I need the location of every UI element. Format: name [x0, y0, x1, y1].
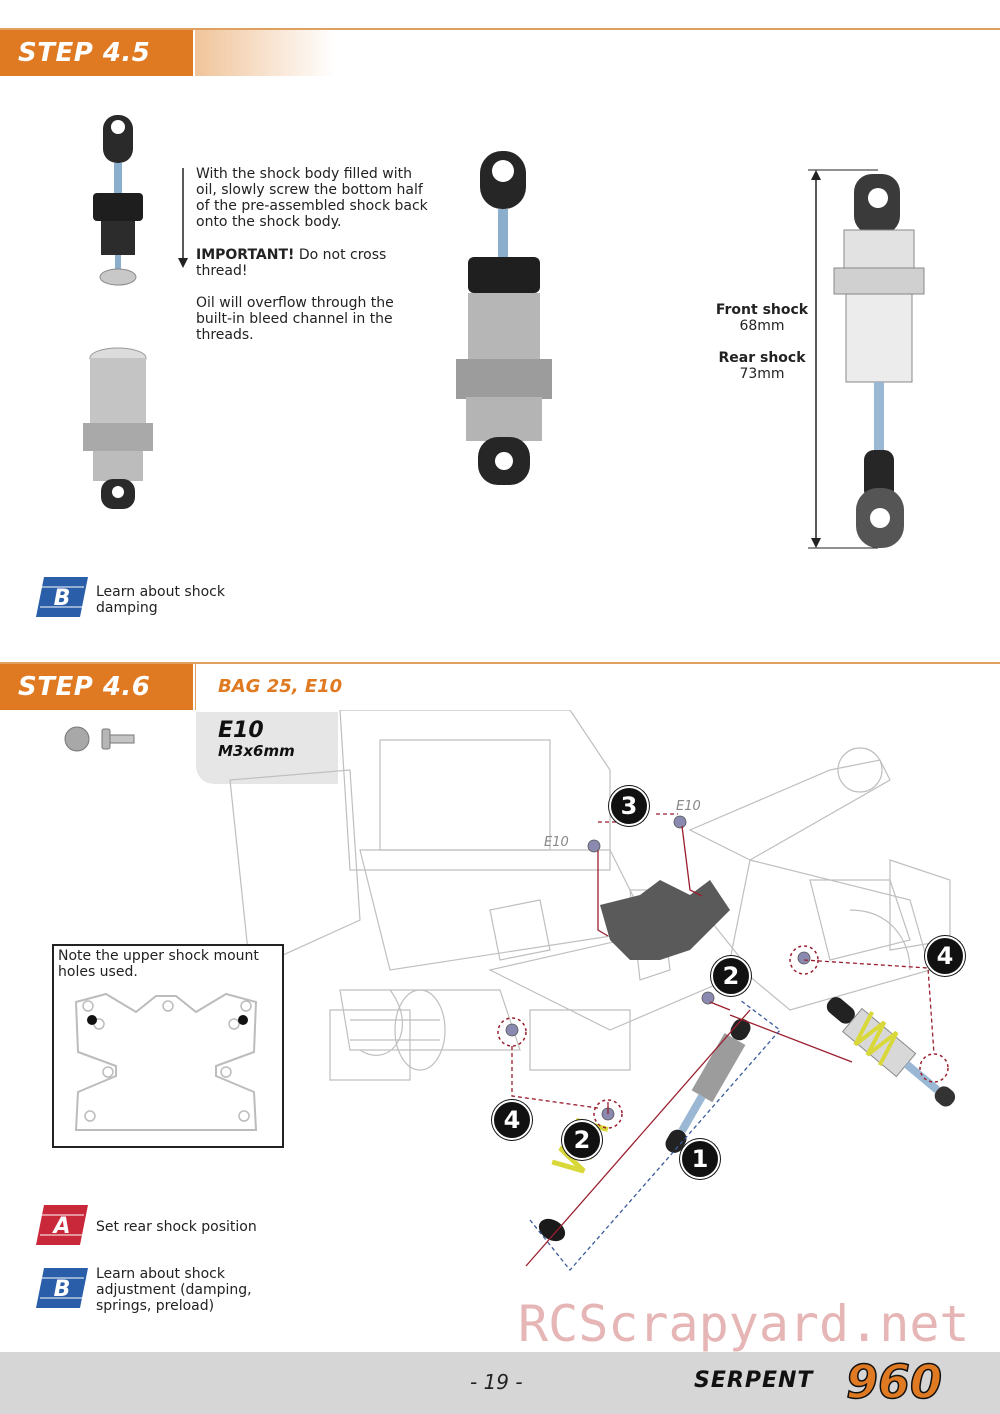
- tip-b-text: Learn about shock damping: [96, 584, 225, 616]
- callout-e10-top: E10: [676, 799, 701, 814]
- brand-name: SERPENT: [694, 1368, 814, 1393]
- instruction-important: IMPORTANT! Do not cross thread!: [196, 247, 428, 279]
- tip-a-icon: A: [36, 1205, 88, 1245]
- note-box: Note the upper shock mount holes used.: [52, 944, 284, 1148]
- tip-b-adjustment-icon: B: [36, 1268, 88, 1308]
- part-code: E10: [218, 718, 264, 743]
- important-text: Do not cross thread!: [196, 247, 387, 279]
- step-4-6-header: STEP 4.6 BAG 25, E10: [0, 662, 1000, 710]
- rear-shock-value: 73mm: [739, 366, 785, 382]
- header-divider: [195, 664, 196, 710]
- shock-length-illustration: [808, 169, 925, 549]
- instruction-overflow: Oil will overflow through the built-in b…: [196, 295, 394, 343]
- bag-label: BAG 25, E10: [218, 676, 343, 697]
- page-number: - 19 -: [470, 1370, 523, 1394]
- tip-b-adjustment-text: Learn about shock adjustment (damping, s…: [96, 1266, 252, 1314]
- down-arrow-icon: [178, 168, 188, 268]
- rear-shock-label: Rear shock: [718, 350, 806, 366]
- front-shock-value: 68mm: [739, 318, 785, 334]
- chassis-assembly-illustration: E10 E10: [229, 710, 956, 1272]
- step-4-5-header: STEP 4.5: [0, 28, 1000, 76]
- tip-b-letter: B: [54, 586, 71, 611]
- callout-2-upper: 2: [711, 956, 751, 996]
- part-size: M3x6mm: [218, 742, 295, 760]
- model-number: 960: [845, 1354, 943, 1410]
- callout-e10-left: E10: [544, 835, 569, 850]
- important-label: IMPORTANT!: [196, 247, 295, 263]
- callout-3: 3: [609, 786, 649, 826]
- callout-2-lower: 2: [562, 1120, 602, 1160]
- tip-a-text: Set rear shock position: [96, 1219, 257, 1235]
- tip-b-icon: B: [36, 577, 88, 617]
- page-footer: - 19 - SERPENT 960: [0, 1352, 1000, 1414]
- step-4-6-title: STEP 4.6: [0, 664, 193, 710]
- watermark: RCScrapyard.net: [518, 1295, 970, 1353]
- instruction-fill: With the shock body filled with oil, slo…: [196, 166, 428, 230]
- tip-b2-letter: B: [54, 1277, 71, 1302]
- shock-halves-illustration: [83, 115, 153, 509]
- note-text: Note the upper shock mount holes used.: [58, 948, 259, 980]
- header-rule: [0, 28, 1000, 30]
- step-4-5-title: STEP 4.5: [0, 30, 193, 76]
- front-shock-label: Front shock: [715, 302, 809, 318]
- header-fade: [195, 30, 335, 76]
- callout-1: 1: [680, 1139, 720, 1179]
- callout-4-left: 4: [492, 1100, 532, 1140]
- screw-parts-icon: [64, 726, 135, 752]
- header-rule: [0, 662, 1000, 664]
- shock-tower-diagram: [74, 992, 258, 1131]
- part-label-box: E10 M3x6mm: [196, 712, 338, 784]
- tip-a-letter: A: [51, 1214, 70, 1239]
- callout-4-right: 4: [925, 936, 965, 976]
- assembled-shock-illustration: [456, 151, 552, 485]
